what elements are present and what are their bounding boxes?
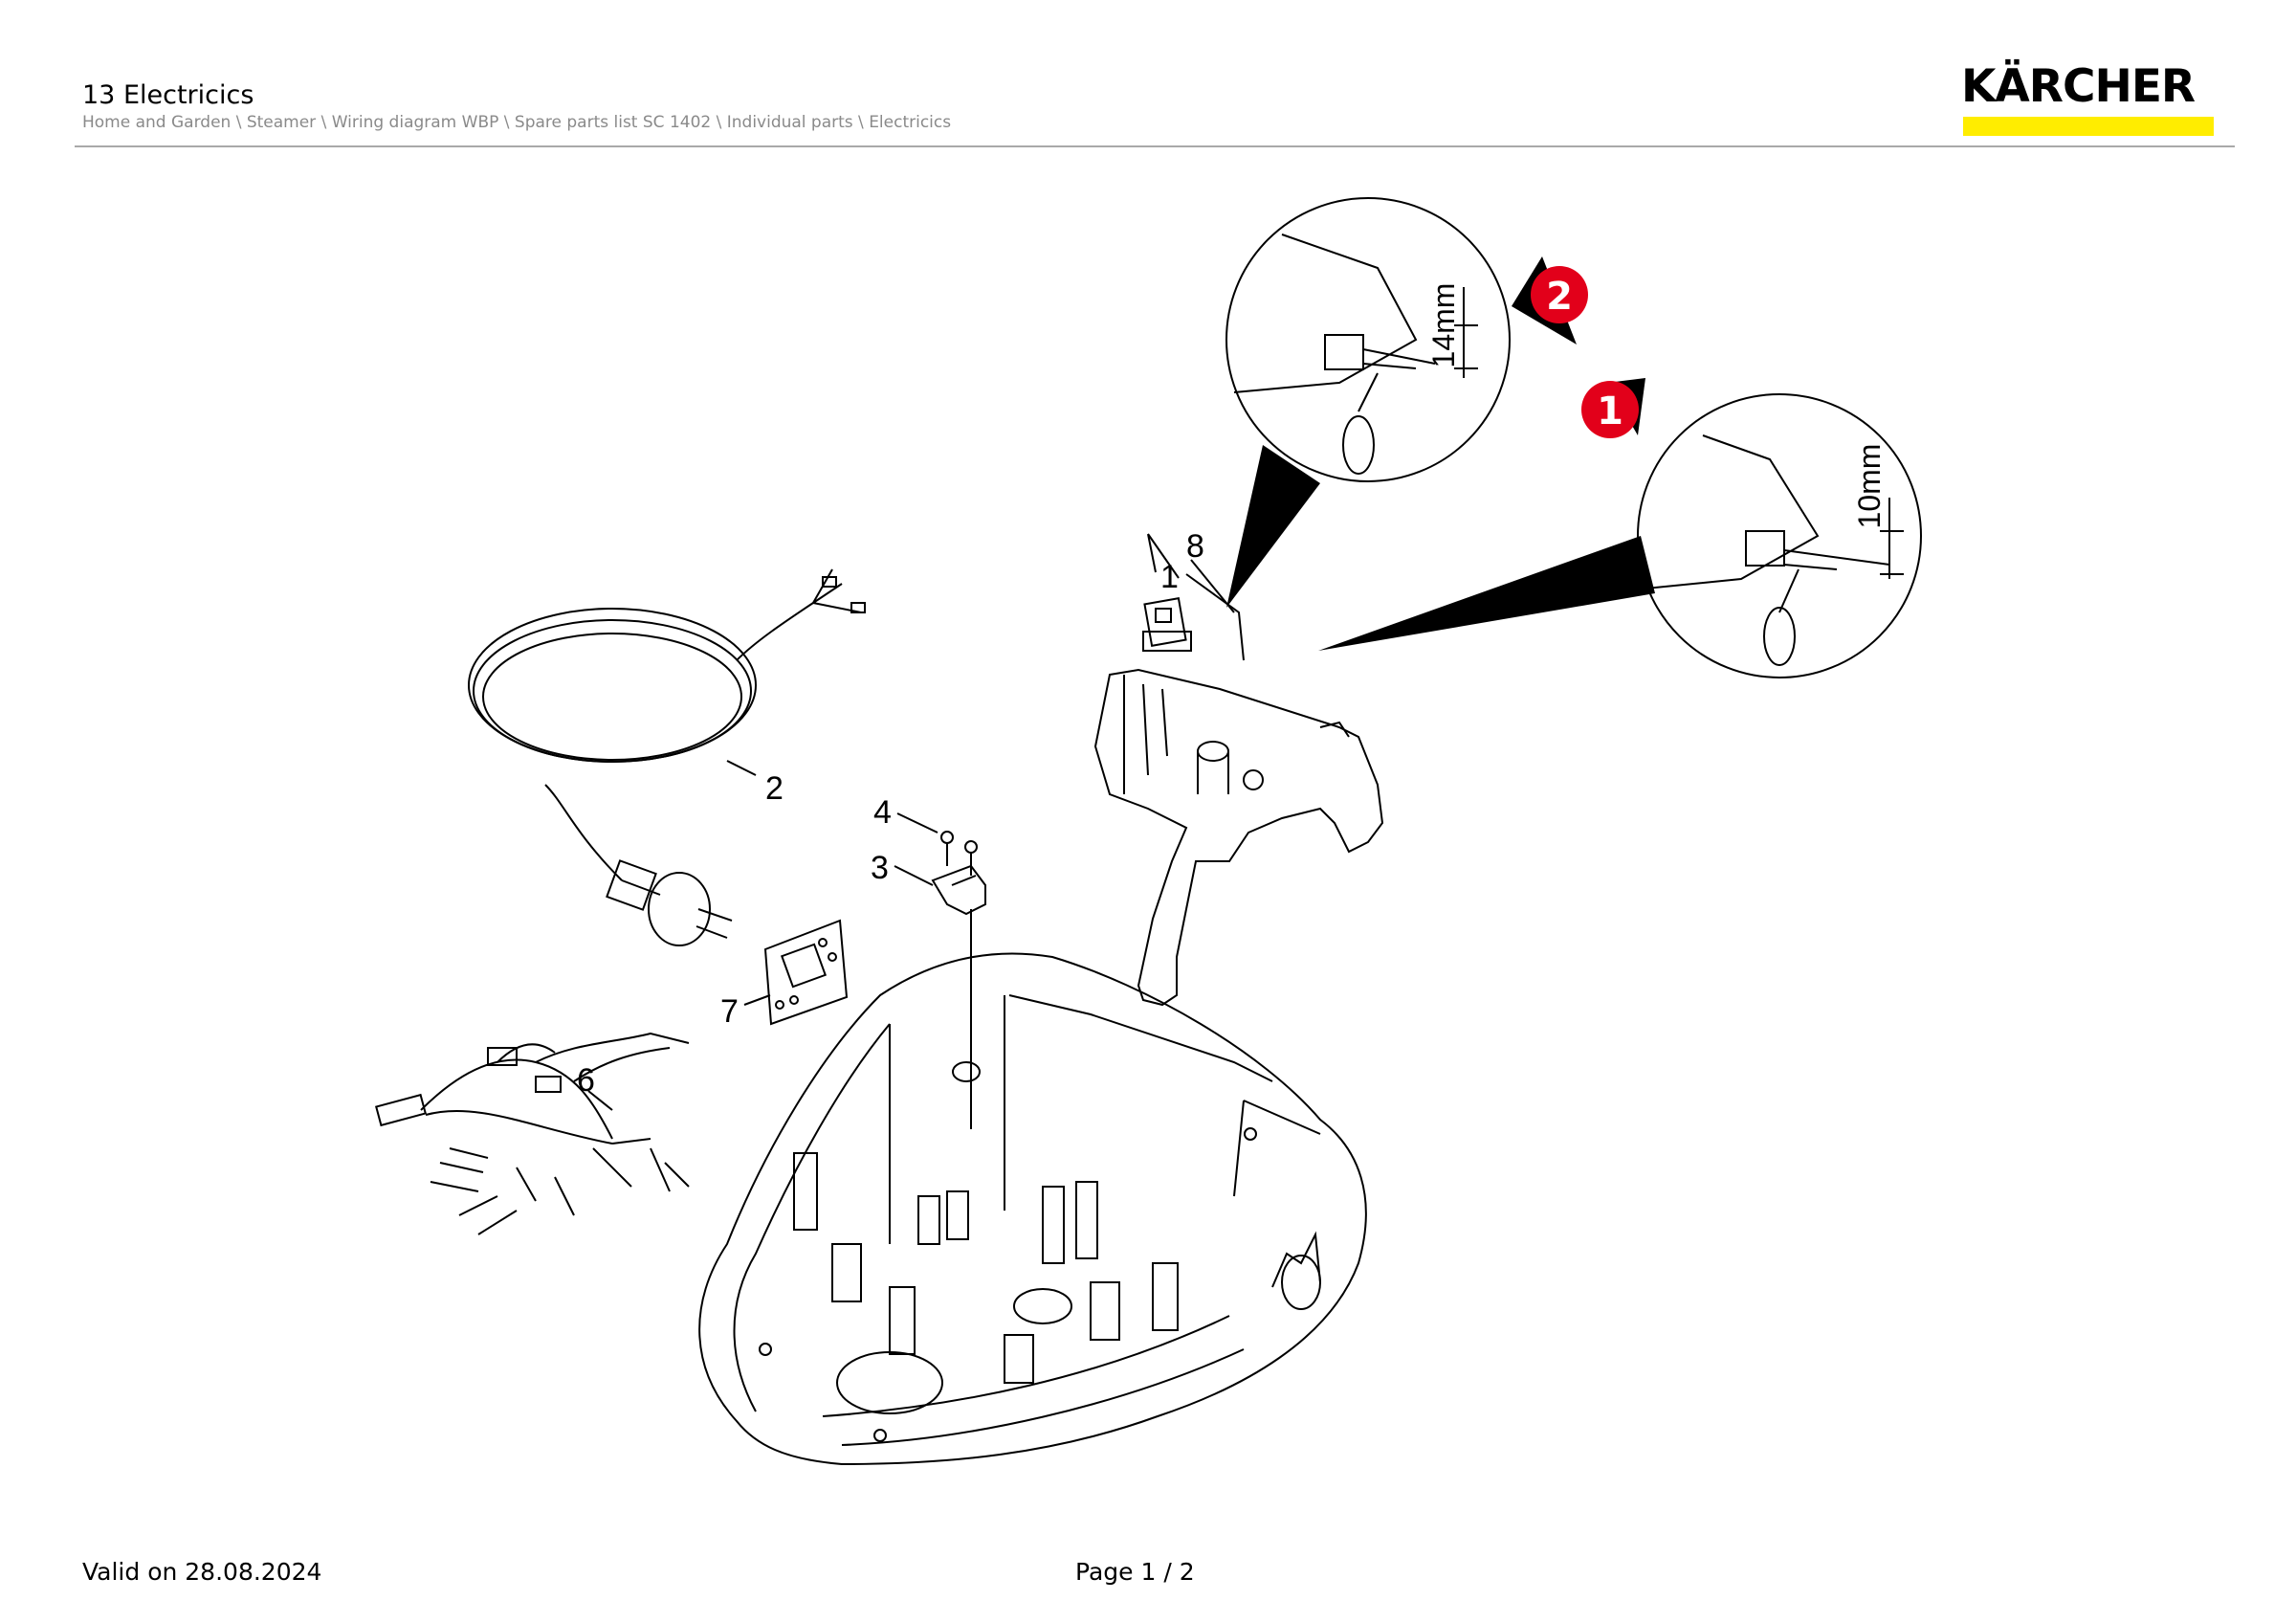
pcb-drawing (763, 919, 849, 1026)
projection-cone-upper (1226, 445, 1320, 608)
karcher-logo: KÄRCHER (1961, 63, 2219, 136)
badge-2-label: 2 (1546, 275, 1573, 319)
leader-lines (587, 559, 1235, 1111)
badge-1-circle (1581, 381, 1639, 438)
switch-bracket-drawing (1093, 533, 1384, 1007)
logo-yellow-bar (1963, 117, 2214, 136)
callout-7: 7 (720, 993, 739, 1030)
detail-view-2 (1225, 197, 1511, 482)
detail-view-1 (1637, 393, 1922, 678)
badge-1-label: 1 (1597, 389, 1623, 434)
page-title: 13 Electricics (82, 80, 254, 110)
exploded-parts-diagram: 2 1 14mm 10mm 1 2 3 4 6 7 8 (375, 197, 1922, 1466)
clamp-and-screws-drawing (931, 831, 986, 1129)
detail-badge-1: 1 (1581, 381, 1639, 438)
callout-2: 2 (765, 770, 784, 807)
header-divider (75, 145, 2235, 147)
cable-harness-drawing (375, 1032, 690, 1235)
callout-3: 3 (871, 850, 889, 886)
validity-date: Valid on 28.08.2024 (82, 1558, 322, 1586)
projection-cone-lower (1318, 536, 1655, 651)
callout-4: 4 (873, 794, 892, 831)
power-cord-drawing (468, 568, 866, 946)
callout-1: 1 (1160, 559, 1179, 595)
page-number: Page 1 / 2 (1075, 1558, 1195, 1586)
logo-wordmark: KÄRCHER (1961, 60, 2196, 113)
badge-2-circle (1531, 266, 1588, 323)
callout-8: 8 (1186, 528, 1204, 565)
breadcrumb: Home and Garden \ Steamer \ Wiring diagr… (82, 113, 952, 132)
callout-6: 6 (577, 1062, 595, 1099)
dimension-label-14mm: 14mm (1426, 283, 1461, 368)
dimension-label-10mm: 10mm (1852, 444, 1887, 529)
detail-badge-2: 2 (1531, 266, 1588, 323)
base-housing-drawing (698, 952, 1367, 1466)
